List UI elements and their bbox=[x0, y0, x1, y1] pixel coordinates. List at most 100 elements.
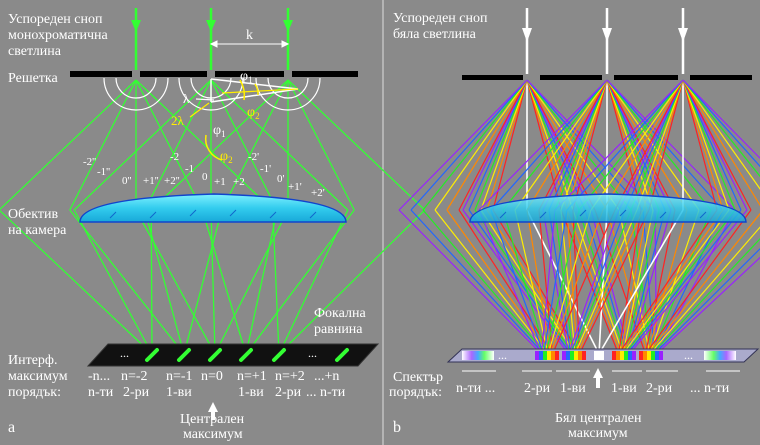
svg-text:0'': 0'' bbox=[122, 175, 131, 187]
panel-b: ... ... Успореден сноп бяла светлина Спе… bbox=[389, 8, 760, 441]
spectral-ray bbox=[651, 237, 760, 355]
spectrum-band bbox=[562, 351, 566, 360]
spectral-ray bbox=[458, 209, 554, 355]
spectral-ray bbox=[560, 209, 620, 355]
spectrum-band bbox=[624, 351, 628, 360]
spectral-ray bbox=[606, 79, 654, 211]
svg-text:-2': -2' bbox=[248, 151, 259, 163]
spectral-ray bbox=[545, 209, 580, 355]
spectrum-band bbox=[582, 351, 586, 360]
green-ray bbox=[210, 209, 216, 355]
camera-lens-a bbox=[79, 193, 347, 223]
spectral-ray bbox=[490, 209, 545, 355]
svg-text:Интерф.: Интерф. bbox=[8, 353, 58, 368]
spectral-ray bbox=[526, 209, 551, 355]
svg-text:2-ри: 2-ри bbox=[123, 385, 150, 400]
order-numbers-a: -n... n=-2 n=-1 n=0 n=+1 n=+2 ...+n bbox=[88, 369, 339, 384]
path-difference-triangle bbox=[210, 78, 299, 103]
green-diffracted-rays bbox=[0, 79, 426, 355]
spectral-ray bbox=[620, 209, 724, 355]
svg-text:бяла светлина: бяла светлина bbox=[393, 27, 477, 42]
svg-text:...+n: ...+n bbox=[314, 369, 339, 384]
spectral-ray bbox=[624, 209, 736, 355]
svg-text:1-ви: 1-ви bbox=[560, 381, 586, 396]
spectral-ray bbox=[649, 226, 760, 355]
spectrum-band bbox=[566, 351, 570, 360]
spectral-ray bbox=[590, 79, 684, 211]
green-ray bbox=[73, 209, 153, 355]
two-lambda-label: 2λ bbox=[171, 113, 185, 128]
spectral-ray bbox=[629, 209, 748, 355]
phi1-top-label: φ1 bbox=[240, 69, 253, 85]
spectral-ray bbox=[682, 79, 736, 211]
green-ray bbox=[287, 79, 426, 211]
spectral-ray bbox=[622, 209, 730, 355]
svg-text:n=-1: n=-1 bbox=[166, 369, 193, 384]
spectral-ray bbox=[626, 209, 742, 355]
spectral-ray bbox=[554, 79, 608, 211]
lambda-pointer bbox=[195, 98, 215, 101]
ray-order-labels-left: -2'' -1'' 0'' +1'' +2'' bbox=[83, 156, 180, 187]
green-ray bbox=[201, 209, 247, 355]
spectral-ray bbox=[606, 79, 688, 211]
svg-text:Спектър: Спектър bbox=[393, 370, 443, 385]
spectral-ray bbox=[538, 79, 608, 211]
green-ray bbox=[69, 79, 137, 211]
svg-text:n-ти: n-ти bbox=[88, 385, 114, 400]
green-ray bbox=[210, 79, 278, 211]
green-ray bbox=[150, 79, 289, 211]
svg-text:n=+1: n=+1 bbox=[237, 369, 267, 384]
svg-text:Обектив: Обектив bbox=[8, 207, 58, 222]
svg-text:2-ри: 2-ри bbox=[524, 381, 551, 396]
spectral-ray bbox=[620, 209, 648, 355]
spectrum-band bbox=[578, 351, 582, 360]
spectrum-band bbox=[620, 351, 624, 360]
spectrum-band bbox=[612, 351, 616, 360]
spectral-ray bbox=[570, 209, 626, 355]
panel-a: k φ1 φ2 φ1 φ bbox=[0, 8, 426, 442]
spectral-ray bbox=[526, 79, 562, 211]
k-dimension bbox=[209, 40, 290, 48]
svg-text:n-ти ...: n-ти ... bbox=[456, 381, 495, 396]
spectral-ray bbox=[549, 209, 604, 355]
spectral-ray bbox=[649, 209, 700, 355]
svg-text:0': 0' bbox=[277, 173, 285, 185]
spectral-ray bbox=[606, 79, 712, 211]
focal-plane-a bbox=[86, 343, 380, 367]
central-maximum-arrow-a bbox=[208, 402, 218, 420]
spectrum-band bbox=[616, 351, 620, 360]
svg-text:-1: -1 bbox=[185, 163, 194, 175]
svg-text:-2'': -2'' bbox=[83, 156, 96, 168]
spectral-ray bbox=[410, 209, 545, 355]
svg-text:порядък:: порядък: bbox=[8, 385, 61, 400]
phi1-lower-label: φ1 bbox=[213, 123, 226, 139]
spectral-ray bbox=[606, 79, 724, 211]
panel-letter-b: b bbox=[393, 419, 401, 436]
phi2-lower-label: φ2 bbox=[220, 149, 233, 165]
svg-text:1-ви: 1-ви bbox=[611, 381, 637, 396]
k-label: k bbox=[246, 28, 253, 43]
green-ray bbox=[214, 209, 289, 355]
central-maximum-arrow-b bbox=[593, 368, 603, 388]
green-ray bbox=[278, 209, 426, 355]
ray-order-labels-right: -2' -1' 0' +1' +2' bbox=[248, 151, 325, 199]
green-ray bbox=[0, 79, 137, 211]
spectral-ray bbox=[644, 209, 676, 355]
spectral-ray bbox=[574, 209, 638, 355]
spectral-ray bbox=[478, 209, 543, 355]
spectral-ray bbox=[606, 79, 700, 211]
spectral-ray bbox=[606, 79, 642, 211]
incident-rays-b bbox=[525, 8, 685, 74]
spectrum-band bbox=[628, 351, 632, 360]
svg-text:... n-ти: ... n-ти bbox=[690, 381, 730, 396]
spectral-ray bbox=[648, 79, 684, 211]
green-ray bbox=[221, 79, 289, 211]
spectral-ray bbox=[606, 79, 736, 211]
spectral-ray bbox=[502, 209, 547, 355]
order-words-a: n-ти 2-ри 1-ви 1-ви 2-ри ... n-ти bbox=[88, 385, 346, 400]
spectral-ray bbox=[682, 79, 760, 160]
white-ray bbox=[598, 209, 608, 355]
spectral-ray bbox=[468, 209, 572, 355]
lens-hatching-a bbox=[109, 209, 317, 219]
